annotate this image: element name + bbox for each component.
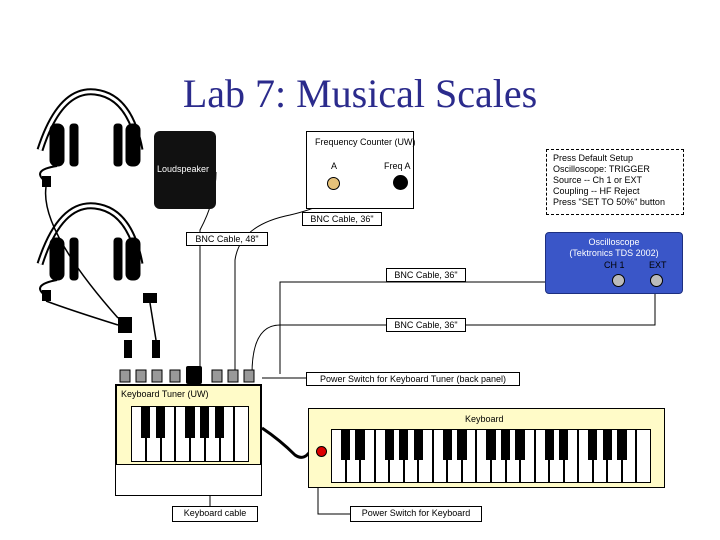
black-key[interactable] <box>515 429 525 461</box>
black-key[interactable] <box>486 429 496 461</box>
black-key[interactable] <box>200 406 210 439</box>
headphones-icon <box>36 202 144 297</box>
black-key[interactable] <box>340 429 351 461</box>
cable-label: BNC Cable, 36" <box>386 268 466 282</box>
black-key[interactable] <box>500 429 511 461</box>
tuner-label: Keyboard Tuner (UW) <box>121 389 209 399</box>
cable-label: BNC Cable, 36" <box>302 212 382 226</box>
white-key[interactable] <box>234 406 249 462</box>
ext-jack[interactable] <box>650 274 663 287</box>
keyboard-label: Keyboard <box>465 414 504 424</box>
black-key[interactable] <box>141 406 151 439</box>
ch1-label: CH 1 <box>604 260 625 270</box>
note-line: Press "SET TO 50%" button <box>553 197 665 207</box>
oscilloscope: Oscilloscope (Tektronics TDS 2002) CH 1 … <box>545 232 683 294</box>
loudspeaker-label: Loudspeaker <box>157 164 210 174</box>
black-key[interactable] <box>155 406 166 439</box>
ext-label: EXT <box>649 260 667 270</box>
input-a-jack[interactable] <box>327 177 340 190</box>
black-key[interactable] <box>413 429 423 461</box>
port-a-label: A <box>331 161 338 171</box>
black-key[interactable] <box>355 429 365 461</box>
black-key[interactable] <box>559 429 569 461</box>
cable-label: BNC Cable, 36" <box>386 318 466 332</box>
cable-label: BNC Cable, 48" <box>186 232 268 246</box>
note-line: Source -- Ch 1 or EXT <box>553 175 643 185</box>
keyboard-tuner: Keyboard Tuner (UW) <box>115 384 262 496</box>
port-freq-label: Freq A <box>384 161 411 171</box>
keyboard-keys[interactable] <box>331 429 651 483</box>
black-key[interactable] <box>588 429 598 461</box>
power-switch-tuner-label: Power Switch for Keyboard Tuner (back pa… <box>306 372 520 386</box>
note-line: Oscilloscope: TRIGGER <box>553 164 650 174</box>
black-key[interactable] <box>617 429 627 461</box>
note-line: Press Default Setup <box>553 153 634 163</box>
black-key[interactable] <box>214 406 225 439</box>
keyboard-power-button[interactable] <box>316 446 327 457</box>
power-switch-keyboard-label: Power Switch for Keyboard <box>350 506 482 522</box>
oscilloscope-model: (Tektronics TDS 2002) <box>569 248 659 258</box>
tuner-panel: Keyboard Tuner (UW) <box>116 385 261 465</box>
black-key[interactable] <box>399 429 409 461</box>
black-key[interactable] <box>442 429 452 461</box>
white-key[interactable] <box>636 429 651 483</box>
setup-note: Press Default Setup Oscilloscope: TRIGGE… <box>546 149 684 215</box>
black-key[interactable] <box>457 429 467 461</box>
note-line: Coupling -- HF Reject <box>553 186 640 196</box>
tuner-keys[interactable] <box>131 406 249 462</box>
black-key[interactable] <box>544 429 554 461</box>
keyboard-cable-label: Keyboard cable <box>172 506 258 522</box>
headphones-icon <box>36 88 144 183</box>
frequency-counter: Frequency Counter (UW) A Freq A <box>306 131 416 209</box>
ch1-jack[interactable] <box>612 274 625 287</box>
page-title: Lab 7: Musical Scales <box>182 71 538 116</box>
frequency-counter-label: Frequency Counter (UW) <box>315 137 416 147</box>
oscilloscope-label: Oscilloscope <box>588 237 640 247</box>
loudspeaker: Loudspeaker <box>154 131 216 209</box>
black-key[interactable] <box>384 429 394 461</box>
freq-a-knob[interactable] <box>393 175 408 190</box>
black-key[interactable] <box>602 429 612 461</box>
black-key[interactable] <box>185 406 195 439</box>
keyboard: Keyboard <box>308 408 665 488</box>
